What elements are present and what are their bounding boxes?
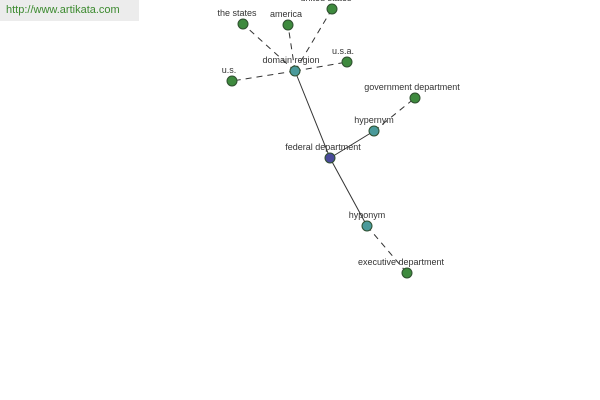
- node-the-states[interactable]: [237, 18, 249, 30]
- label-usa[interactable]: u.s.a.: [332, 46, 354, 56]
- node-us[interactable]: [226, 75, 238, 87]
- node-usa[interactable]: [341, 56, 353, 68]
- edge-domain-region-to-america: [287, 24, 296, 72]
- label-america[interactable]: america: [270, 9, 302, 19]
- graph-edges: [231, 8, 416, 274]
- edge-federal-department-to-domain-region: [294, 70, 331, 159]
- site-url-banner[interactable]: http://www.artikata.com: [0, 0, 139, 21]
- node-hypernym[interactable]: [368, 125, 380, 137]
- node-america[interactable]: [282, 19, 294, 31]
- node-domain-region[interactable]: [289, 65, 301, 77]
- node-united-states[interactable]: [326, 3, 338, 15]
- node-executive-department[interactable]: [401, 267, 413, 279]
- edge-domain-region-to-us: [231, 70, 296, 82]
- edge-domain-region-to-united-states: [294, 8, 333, 72]
- label-executive-department[interactable]: executive department: [358, 257, 445, 267]
- graph-labels: federal department domain region hypernym h…: [217, 0, 460, 267]
- edge-domain-region-to-usa: [294, 61, 348, 72]
- label-hyponym[interactable]: hyponym: [349, 210, 386, 220]
- label-us[interactable]: u.s.: [222, 65, 237, 75]
- edge-domain-region-to-the-states: [242, 23, 296, 72]
- edge-federal-department-to-hypernym: [329, 130, 375, 159]
- label-domain-region[interactable]: domain region: [262, 55, 319, 65]
- node-hyponym[interactable]: [361, 220, 373, 232]
- label-the-states[interactable]: the states: [217, 8, 257, 18]
- label-government-department[interactable]: government department: [364, 82, 460, 92]
- graph-nodes: [226, 3, 421, 279]
- node-government-department[interactable]: [409, 92, 421, 104]
- edge-hypernym-to-government-department: [373, 97, 416, 132]
- node-federal-department[interactable]: [324, 152, 336, 164]
- label-united-states[interactable]: united states: [300, 0, 352, 3]
- label-federal-department[interactable]: federal department: [285, 142, 361, 152]
- label-hypernym[interactable]: hypernym: [354, 115, 394, 125]
- edge-federal-department-to-hyponym: [329, 157, 368, 227]
